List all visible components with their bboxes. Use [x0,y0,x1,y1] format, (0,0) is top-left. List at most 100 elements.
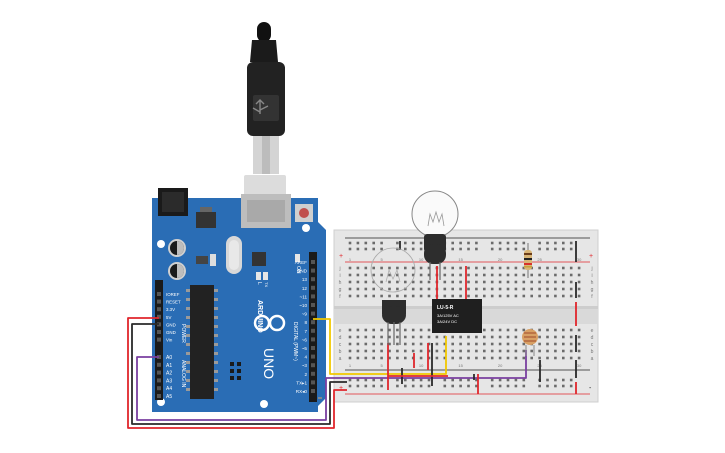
breadboard-hole[interactable] [498,273,502,277]
breadboard-hole[interactable] [396,342,399,346]
breadboard-hole[interactable] [451,273,454,277]
breadboard-hole[interactable] [451,349,454,353]
rail-hole[interactable] [475,378,478,382]
rail-hole[interactable] [451,241,454,245]
breadboard-hole[interactable] [404,335,407,339]
breadboard-hole[interactable] [483,335,486,339]
breadboard-hole[interactable] [562,287,565,291]
breadboard-hole[interactable] [411,273,415,277]
breadboard-hole[interactable] [388,349,391,353]
breadboard-hole[interactable] [522,342,526,346]
digital-pin[interactable] [311,371,315,376]
rail-hole[interactable] [380,384,383,388]
rail-hole[interactable] [467,384,470,388]
analog-pin[interactable] [157,386,161,391]
breadboard-hole[interactable] [569,342,573,346]
breadboard-hole[interactable] [411,266,415,270]
digital-pin[interactable] [311,389,315,393]
transistor-icon[interactable] [382,300,406,345]
rail-hole[interactable] [475,247,478,251]
breadboard-hole[interactable] [506,287,510,291]
rail-hole[interactable] [372,247,375,251]
breadboard-hole[interactable] [459,342,462,346]
digital-pin[interactable] [311,260,315,264]
analog-pin[interactable] [157,370,161,375]
rail-hole[interactable] [348,378,352,382]
rail-hole[interactable] [364,378,368,382]
breadboard-hole[interactable] [372,287,375,291]
breadboard-hole[interactable] [530,294,533,298]
breadboard-hole[interactable] [435,356,439,360]
breadboard-hole[interactable] [372,342,375,346]
breadboard-hole[interactable] [530,280,533,284]
digital-pin[interactable] [311,294,315,299]
breadboard-hole[interactable] [467,287,470,291]
rail-hole[interactable] [490,384,494,388]
breadboard-hole[interactable] [546,294,549,298]
rail-hole[interactable] [419,384,423,388]
digital-pin[interactable] [311,303,315,307]
breadboard-hole[interactable] [443,266,447,270]
breadboard-hole[interactable] [498,328,502,332]
wire-pin9-yellow[interactable] [313,318,447,375]
breadboard-hole[interactable] [554,287,557,291]
rail-hole[interactable] [498,384,502,388]
breadboard-hole[interactable] [562,342,565,346]
breadboard-hole[interactable] [514,273,518,277]
breadboard-hole[interactable] [427,280,431,284]
rail-hole[interactable] [546,247,549,251]
rail-hole[interactable] [419,247,423,251]
breadboard-hole[interactable] [419,287,423,291]
breadboard-hole[interactable] [380,266,383,270]
digital-pin[interactable] [311,363,315,368]
breadboard-hole[interactable] [562,349,565,353]
rail-hole[interactable] [427,378,431,382]
rail-hole[interactable] [419,241,423,245]
breadboard-hole[interactable] [443,335,447,339]
breadboard-hole[interactable] [467,280,470,284]
breadboard-hole[interactable] [577,349,581,353]
breadboard-hole[interactable] [562,280,565,284]
breadboard-hole[interactable] [475,335,478,339]
breadboard-hole[interactable] [364,273,368,277]
breadboard-hole[interactable] [514,335,518,339]
breadboard-hole[interactable] [411,342,415,346]
breadboard-hole[interactable] [427,328,431,332]
breadboard-hole[interactable] [522,349,526,353]
rail-hole[interactable] [506,241,510,245]
breadboard-hole[interactable] [404,294,407,298]
breadboard-hole[interactable] [554,273,557,277]
rail-hole[interactable] [404,378,407,382]
breadboard-hole[interactable] [522,294,526,298]
breadboard-hole[interactable] [380,294,383,298]
breadboard-hole[interactable] [419,349,423,353]
rail-hole[interactable] [546,384,549,388]
rail-hole[interactable] [356,241,360,245]
rail-hole[interactable] [451,378,454,382]
rail-hole[interactable] [538,241,541,245]
light-bulb-icon-2[interactable] [370,247,416,293]
rail-hole[interactable] [546,241,549,245]
rail-hole[interactable] [498,247,502,251]
breadboard-hole[interactable] [364,280,368,284]
breadboard-hole[interactable] [475,349,478,353]
breadboard-hole[interactable] [538,294,541,298]
breadboard-hole[interactable] [562,273,565,277]
breadboard-hole[interactable] [538,335,541,339]
breadboard-hole[interactable] [554,266,557,270]
rail-hole[interactable] [411,241,415,245]
breadboard-hole[interactable] [483,287,486,291]
breadboard-hole[interactable] [356,349,360,353]
breadboard-hole[interactable] [530,356,533,360]
resistor-icon[interactable] [524,243,532,278]
breadboard-hole[interactable] [490,294,494,298]
breadboard-hole[interactable] [443,349,447,353]
rail-hole[interactable] [490,247,494,251]
breadboard-hole[interactable] [443,294,447,298]
breadboard-hole[interactable] [396,356,399,360]
rail-hole[interactable] [569,384,573,388]
light-bulb-icon[interactable] [411,190,459,280]
breadboard-hole[interactable] [356,342,360,346]
breadboard-hole[interactable] [459,266,462,270]
breadboard-hole[interactable] [475,266,478,270]
